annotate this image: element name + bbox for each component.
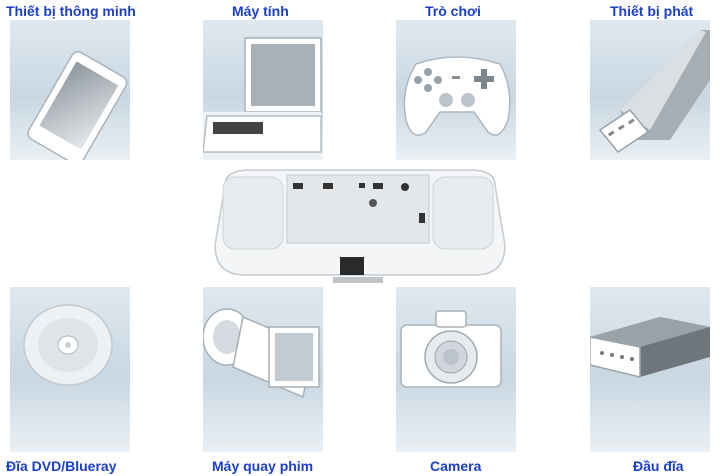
tile-dvd-bluray[interactable]	[10, 287, 130, 452]
tile-computer[interactable]	[203, 20, 323, 160]
hdmi-stick-icon	[598, 30, 710, 154]
tile-camera[interactable]	[396, 287, 516, 452]
tile-gaming[interactable]	[396, 20, 516, 160]
category-label-gaming[interactable]: Trò chơi	[425, 3, 481, 19]
category-label-computer[interactable]: Máy tính	[232, 3, 289, 19]
projector-image	[205, 165, 515, 300]
category-label-disc-player[interactable]: Đầu đĩa	[633, 458, 684, 474]
tile-disc-player[interactable]	[590, 287, 710, 452]
category-label-streaming-device[interactable]: Thiết bị phát	[610, 3, 694, 19]
disc-player-icon	[590, 317, 710, 378]
category-label-smart-device[interactable]: Thiết bị thông minh	[6, 3, 136, 19]
category-label-camcorder[interactable]: Máy quay phim	[212, 458, 314, 474]
smartphone-icon	[27, 51, 128, 160]
tile-camcorder[interactable]	[203, 287, 323, 452]
camera-icon	[400, 310, 502, 388]
laptop-icon	[203, 37, 323, 160]
gamepad-icon	[403, 56, 511, 136]
projector-icon	[214, 169, 506, 283]
tile-streaming-device[interactable]	[590, 20, 710, 160]
category-label-dvd-bluray[interactable]: Đĩa DVD/Blueray	[6, 458, 117, 474]
disc-icon	[23, 304, 113, 386]
category-label-camera[interactable]: Camera	[430, 458, 482, 474]
tile-smart-device[interactable]	[10, 20, 130, 160]
camcorder-icon	[203, 308, 320, 399]
